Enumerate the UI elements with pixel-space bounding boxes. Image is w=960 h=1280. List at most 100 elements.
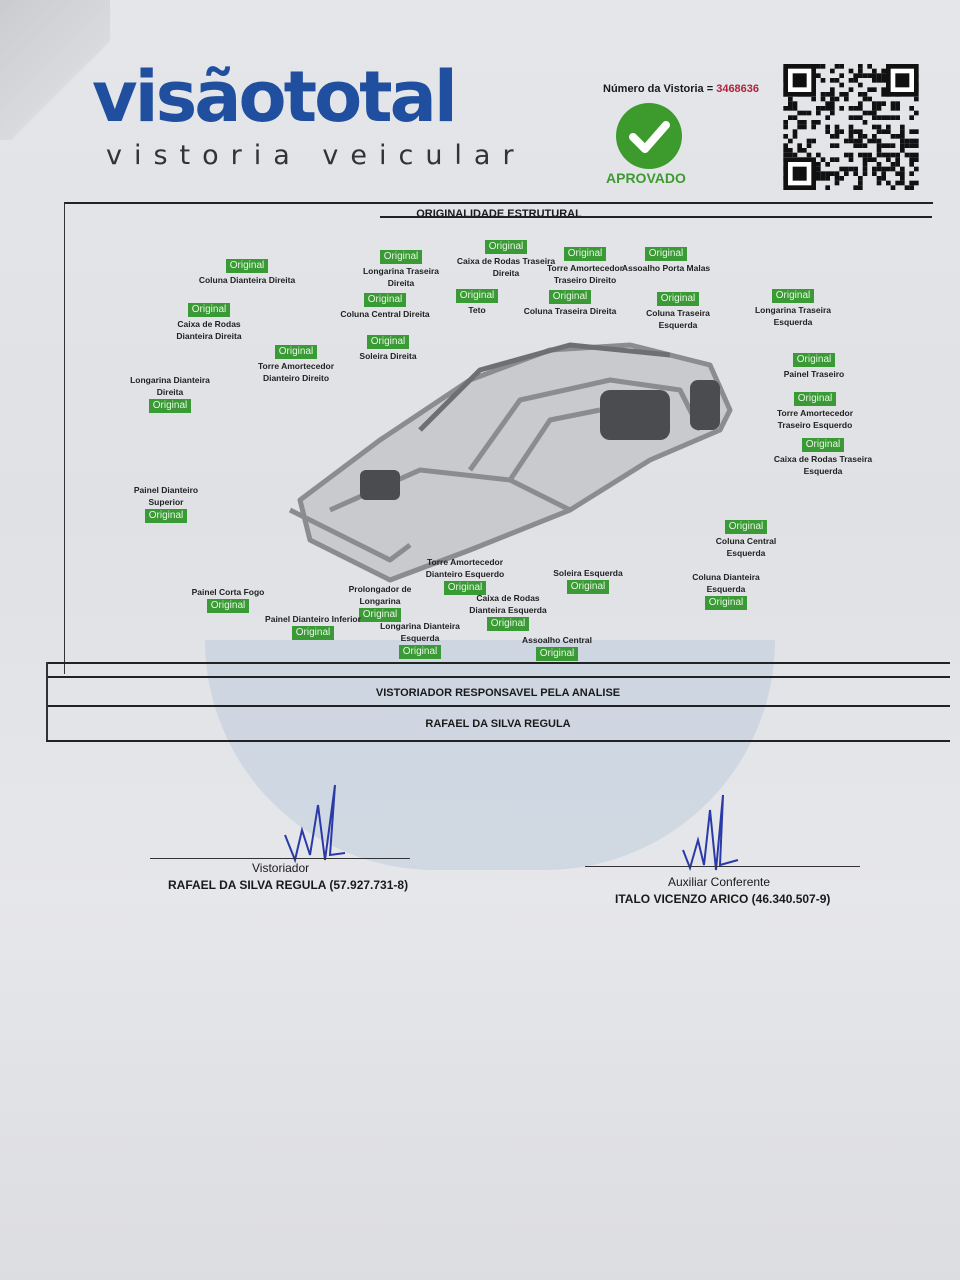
status-badge: Original	[144, 509, 188, 523]
part-name: Coluna Dianteira Esquerda	[692, 572, 760, 594]
signature-auxiliar	[682, 794, 739, 872]
responsible-name: RAFAEL DA SILVA REGULA	[425, 718, 571, 730]
status-badge: Original	[225, 259, 269, 273]
signature-role: Vistoriador	[252, 861, 310, 875]
status-badge: Original	[771, 289, 815, 303]
status-badge: Original	[792, 353, 836, 367]
divider	[46, 662, 48, 740]
status-badge: Original	[566, 580, 610, 594]
part-name: Assoalho Central	[522, 635, 592, 645]
car-body-diagram	[288, 342, 733, 583]
status-badge: Original	[535, 647, 579, 661]
part-name: Torre Amortecedor Traseiro Direito	[546, 263, 624, 285]
responsible-label: VISTORIADOR RESPONSAVEL PELA ANALISE	[375, 687, 621, 699]
status-badge: Original	[291, 626, 335, 640]
part-name: Prolongador de Longarina	[348, 584, 412, 606]
part-name: Caixa de Rodas Dianteira Direita	[176, 319, 242, 341]
qr-code-icon	[783, 64, 919, 190]
status-badge: Original	[644, 247, 688, 261]
part-name: Painel Corta Fogo	[191, 587, 265, 597]
part-name: Painel Dianteiro Inferior	[265, 614, 361, 624]
divider	[46, 662, 950, 664]
divider	[46, 705, 950, 707]
part-name: Teto	[468, 305, 486, 315]
status-badge: Original	[379, 250, 423, 264]
part-name: Torre Amortecedor Dianteiro Esquerdo	[425, 557, 505, 579]
status-badge: Original	[793, 392, 837, 406]
signature-name: RAFAEL DA SILVA REGULA (57.927.731-8)	[168, 878, 409, 892]
status-badge: Original	[486, 617, 530, 631]
inspection-number-value: 3468636	[716, 83, 760, 95]
status-badge: Original	[455, 289, 499, 303]
part-name: Coluna Central Direita	[340, 309, 430, 319]
status-badge: Original	[358, 608, 402, 622]
status-badge: Original	[656, 292, 700, 306]
status-badge: Original	[398, 645, 442, 659]
part-name: Coluna Dianteira Direita	[198, 275, 296, 285]
part-name: Soleira Esquerda	[553, 568, 623, 578]
signature-line	[585, 866, 860, 867]
signature-line	[150, 858, 410, 859]
status-badge: Original	[148, 399, 192, 413]
divider	[46, 676, 950, 678]
approved-check-icon	[616, 103, 682, 169]
part-name: Soleira Direita	[359, 351, 417, 361]
part-name: Assoalho Porta Malas	[621, 263, 711, 273]
signature-vistoriador	[284, 784, 346, 864]
status-badge: Original	[443, 581, 487, 595]
status-badge: APROVADO	[606, 170, 686, 186]
signature-name: ITALO VICENZO ARICO (46.340.507-9)	[615, 892, 831, 906]
divider	[380, 216, 932, 218]
part-name: Caixa de Rodas Dianteira Esquerda	[469, 593, 547, 615]
part-name: Painel Dianteiro Superior	[133, 485, 199, 507]
status-badge: Original	[206, 599, 250, 613]
status-badge: Original	[363, 293, 407, 307]
divider	[46, 740, 950, 742]
part-name: Torre Amortecedor Dianteiro Direito	[257, 361, 335, 383]
status-badge: Original	[724, 520, 768, 534]
signature-role: Auxiliar Conferente	[668, 875, 771, 889]
part-name: Painel Traseiro	[783, 369, 845, 379]
part-name: Longarina Dianteira Direita	[130, 375, 210, 397]
status-badge: Original	[187, 303, 231, 317]
status-badge: Original	[366, 335, 410, 349]
status-badge: Original	[704, 596, 748, 610]
background-paper-corner	[0, 0, 110, 140]
company-logo: visãototal vistoria veicular	[92, 62, 526, 171]
inspection-number-label: Número da Vistoria =	[603, 83, 714, 95]
status-badge: Original	[548, 290, 592, 304]
status-badge: Original	[563, 247, 607, 261]
inspection-number: Número da Vistoria = 3468636	[603, 83, 759, 95]
section-title: ORIGINALIDADE ESTRUTURAL	[416, 208, 582, 220]
part-name: Longarina Dianteira Esquerda	[380, 621, 460, 643]
part-name: Coluna Central Esquerda	[715, 536, 777, 558]
part-name: Caixa de Rodas Traseira Direita	[456, 256, 556, 278]
status-badge: Original	[801, 438, 845, 452]
part-name: Caixa de Rodas Traseira Esquerda	[773, 454, 873, 476]
part-name: Longarina Traseira Direita	[362, 266, 440, 288]
